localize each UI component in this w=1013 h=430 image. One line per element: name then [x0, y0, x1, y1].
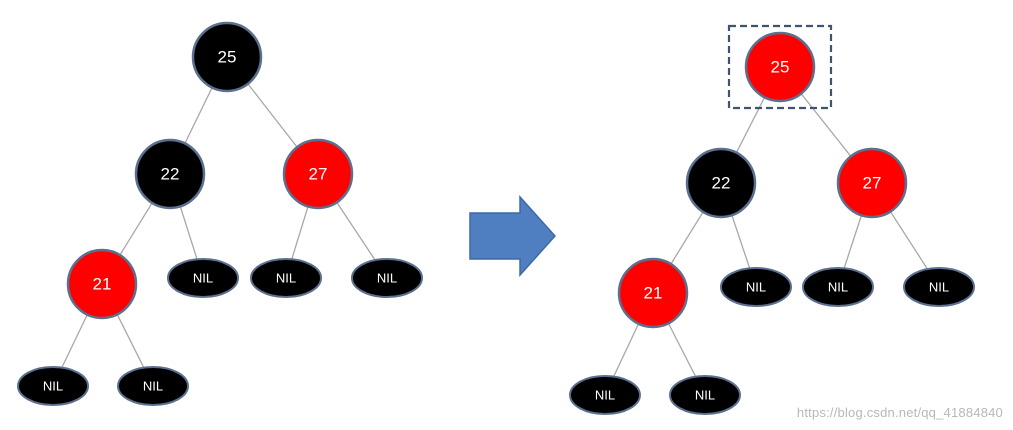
watermark: https://blog.csdn.net/qq_41884840 — [796, 405, 1003, 420]
node-label: NIL — [276, 271, 296, 286]
nil-leaf-shape — [117, 366, 189, 406]
node-label: 21 — [644, 284, 663, 303]
node-label: NIL — [143, 379, 163, 394]
tree-node-22: 22 — [134, 138, 206, 210]
node-label: NIL — [828, 280, 848, 295]
node-label: 27 — [863, 174, 882, 193]
node-label: 21 — [93, 275, 112, 294]
nil-leaf: NIL — [720, 267, 792, 307]
nil-leaf: NIL — [569, 375, 641, 415]
nil-leaf: NIL — [250, 258, 322, 298]
nil-leaf: NIL — [17, 366, 89, 406]
highlight-dashed-box — [727, 24, 833, 110]
node-label: 22 — [712, 174, 731, 193]
nil-leaf-shape — [351, 258, 423, 298]
tree-node-22: 22 — [685, 147, 757, 219]
tree-node-27: 27 — [282, 138, 354, 210]
black-node-circle — [685, 147, 757, 219]
right-arrow-icon — [469, 195, 557, 277]
red-node-circle — [66, 248, 138, 320]
nil-leaf-shape — [903, 267, 975, 307]
nil-leaf: NIL — [669, 375, 741, 415]
nil-leaf: NIL — [903, 267, 975, 307]
node-label: 27 — [309, 165, 328, 184]
nil-leaf-shape — [167, 258, 239, 298]
tree-node-21: 21 — [66, 248, 138, 320]
nil-leaf: NIL — [117, 366, 189, 406]
tree-node-25: 25 — [727, 24, 833, 110]
nil-leaf-shape — [669, 375, 741, 415]
nil-leaf: NIL — [167, 258, 239, 298]
nil-leaf-shape — [250, 258, 322, 298]
nil-leaf-shape — [720, 267, 792, 307]
black-node-circle — [191, 21, 263, 93]
nil-leaf-shape — [17, 366, 89, 406]
red-node-circle — [744, 31, 816, 103]
black-node-circle — [134, 138, 206, 210]
nil-leaf: NIL — [802, 267, 874, 307]
tree-node-27: 27 — [836, 147, 908, 219]
node-label: NIL — [695, 388, 715, 403]
tree-node-25: 25 — [191, 21, 263, 93]
red-node-circle — [617, 257, 689, 329]
node-label: 25 — [771, 58, 790, 77]
node-label: NIL — [377, 271, 397, 286]
node-label: NIL — [193, 271, 213, 286]
red-node-circle — [282, 138, 354, 210]
node-label: NIL — [929, 280, 949, 295]
tree-node-21: 21 — [617, 257, 689, 329]
nil-leaf-shape — [569, 375, 641, 415]
node-label: NIL — [595, 388, 615, 403]
red-node-circle — [836, 147, 908, 219]
node-label: NIL — [43, 379, 63, 394]
nil-leaf-shape — [802, 267, 874, 307]
node-label: NIL — [746, 280, 766, 295]
node-label: 25 — [218, 48, 237, 67]
transition-arrow — [469, 195, 557, 277]
node-label: 22 — [161, 165, 180, 184]
nil-leaf: NIL — [351, 258, 423, 298]
